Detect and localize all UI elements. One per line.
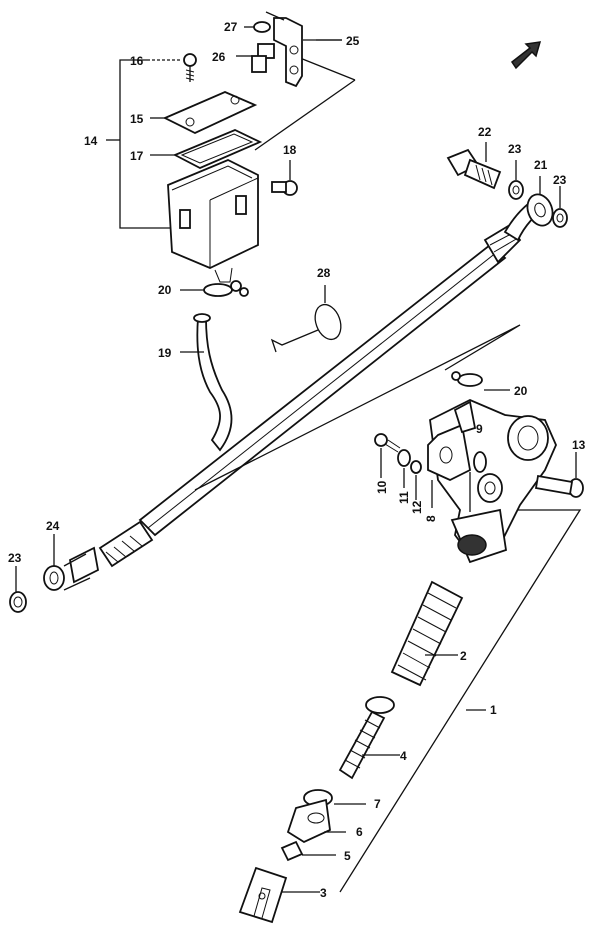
dust-boot-6 bbox=[286, 798, 346, 844]
callout-28: 28 bbox=[317, 266, 331, 280]
reservoir-hose-19 bbox=[180, 313, 233, 452]
callout-6: 6 bbox=[356, 825, 363, 839]
nut-5 bbox=[280, 840, 336, 862]
callout-4: 4 bbox=[400, 749, 407, 763]
callout-15: 15 bbox=[130, 112, 144, 126]
callout-20-lower: 20 bbox=[514, 384, 528, 398]
diaphragm-17 bbox=[150, 129, 263, 169]
switch-28 bbox=[270, 285, 342, 353]
screw-10 bbox=[374, 433, 401, 453]
inlet-fitting-8 bbox=[427, 400, 477, 481]
reservoir-cap-15 bbox=[150, 91, 258, 134]
washer-11 bbox=[397, 449, 411, 467]
callout-22: 22 bbox=[478, 125, 492, 139]
washer-23-a bbox=[508, 180, 524, 200]
callout-23-a: 23 bbox=[508, 142, 522, 156]
o-ring-9 bbox=[473, 451, 487, 473]
callout-16: 16 bbox=[130, 54, 144, 68]
clevis-3 bbox=[238, 866, 320, 924]
callout-7: 7 bbox=[374, 797, 381, 811]
callout-13: 13 bbox=[572, 438, 586, 452]
callout-11: 11 bbox=[397, 491, 411, 504]
callout-18: 18 bbox=[283, 143, 297, 157]
callout-17: 17 bbox=[130, 149, 144, 163]
callout-23-c: 23 bbox=[8, 551, 22, 565]
washer-23-b bbox=[552, 208, 568, 228]
callout-1: 1 bbox=[490, 703, 497, 717]
screw-18 bbox=[271, 160, 298, 196]
washer-27 bbox=[244, 21, 271, 33]
callout-10: 10 bbox=[375, 480, 389, 494]
callout-2: 2 bbox=[460, 649, 467, 663]
callout-27: 27 bbox=[224, 20, 238, 34]
banjo-fitting-21 bbox=[526, 193, 554, 227]
callout-8: 8 bbox=[424, 515, 438, 522]
callout-26: 26 bbox=[212, 50, 226, 64]
callout-12: 12 bbox=[410, 500, 424, 514]
bolt-13 bbox=[534, 452, 584, 498]
washer-23-c bbox=[9, 591, 27, 613]
hose-clamp-20-upper bbox=[180, 280, 249, 297]
return-spring-2 bbox=[390, 580, 464, 687]
washer-12 bbox=[410, 460, 422, 474]
front-direction-arrow-icon bbox=[510, 41, 542, 70]
callout-leaders bbox=[15, 39, 561, 711]
assembly-guide-lines bbox=[194, 57, 582, 893]
callout-25: 25 bbox=[346, 34, 360, 48]
push-rod-4 bbox=[338, 696, 400, 780]
hose-clamp-20-lower bbox=[451, 371, 510, 391]
hose-end-fitting bbox=[43, 520, 154, 591]
screw-16 bbox=[152, 53, 197, 82]
callout-20-upper: 20 bbox=[158, 283, 172, 297]
reservoir-body bbox=[167, 159, 259, 283]
bolt-26 bbox=[236, 43, 275, 73]
callout-9: 9 bbox=[476, 422, 483, 436]
reservoir-group-bracket bbox=[106, 59, 172, 229]
callout-19: 19 bbox=[158, 346, 172, 360]
callout-24: 24 bbox=[46, 519, 60, 533]
callout-5: 5 bbox=[344, 849, 351, 863]
callout-21: 21 bbox=[534, 158, 548, 172]
callout-14: 14 bbox=[84, 134, 98, 148]
callout-23-b: 23 bbox=[553, 173, 567, 187]
union-bolt-22 bbox=[446, 148, 502, 190]
callout-3: 3 bbox=[320, 886, 327, 900]
mounting-bracket-25 bbox=[265, 11, 342, 88]
